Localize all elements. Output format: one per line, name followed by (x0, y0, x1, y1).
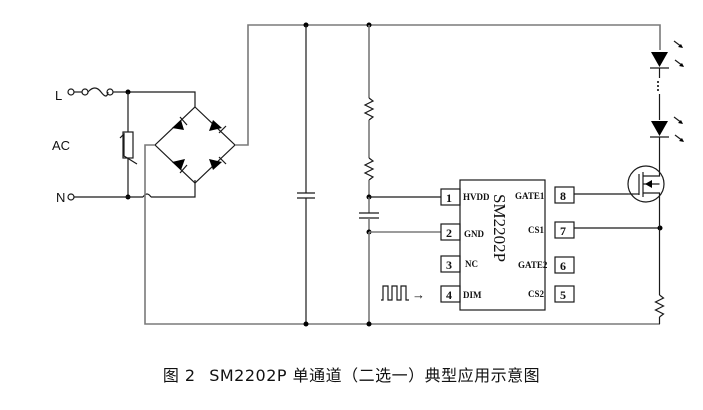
svg-text:CS1: CS1 (528, 225, 545, 235)
led-icon (650, 116, 684, 142)
fuse-icon (67, 87, 128, 97)
wire-dc-minus (144, 144, 660, 325)
resistor-icon (363, 97, 375, 121)
hvdd-capacitor-icon (359, 212, 379, 219)
svg-text:CS2: CS2 (528, 289, 545, 299)
wire-l (128, 91, 196, 107)
chip-name: SM2202P (490, 194, 509, 262)
terminal-n-label: N (56, 190, 65, 205)
svg-text:8: 8 (560, 189, 566, 203)
terminal-l-label: L (55, 88, 62, 103)
svg-text:6: 6 (560, 259, 566, 273)
chip-body (459, 179, 546, 311)
pin-4: 4 DIM (440, 285, 482, 303)
svg-text:4: 4 (446, 288, 452, 302)
svg-text:1: 1 (446, 191, 452, 205)
svg-text:GATE2: GATE2 (518, 260, 548, 270)
schematic: L AC N (52, 22, 684, 327)
pin-7: 7 CS1 (528, 221, 575, 239)
bridge-rectifier-icon (154, 106, 236, 184)
sense-resistor-icon (654, 294, 665, 318)
led-continuation-icon (657, 81, 659, 91)
resistor-icon (363, 157, 375, 181)
pin-5: 5 CS2 (528, 285, 575, 303)
figure-title: SM2202P 单通道（二选一）典型应用示意图 (209, 366, 541, 385)
svg-text:5: 5 (560, 288, 566, 302)
pin-1: 1 HVDD (440, 188, 490, 206)
svg-text:2: 2 (446, 226, 452, 240)
mosfet-icon (627, 165, 665, 203)
arrow-icon: → (412, 287, 425, 302)
wire-crossover (142, 193, 152, 198)
figure-number: 图 2 (162, 366, 196, 385)
svg-text:GATE1: GATE1 (515, 191, 545, 201)
pin-2: 2 GND (440, 223, 485, 241)
pin-8: 8 GATE1 (515, 186, 575, 204)
svg-text:GND: GND (464, 229, 485, 239)
figure-caption: 图 2 SM2202P 单通道（二选一）典型应用示意图 (0, 362, 703, 386)
pin-6: 6 GATE2 (518, 256, 575, 274)
svg-text:DIM: DIM (463, 290, 482, 300)
bulk-capacitor-icon (297, 192, 315, 199)
wire-dc-plus (235, 24, 661, 146)
svg-text:7: 7 (560, 224, 566, 238)
svg-text:NC: NC (465, 259, 478, 269)
pin-3: 3 NC (440, 255, 478, 273)
svg-text:3: 3 (446, 258, 452, 272)
pwm-signal-icon (381, 285, 409, 301)
svg-text:HVDD: HVDD (463, 192, 490, 202)
led-icon (650, 40, 684, 69)
ac-label: AC (52, 138, 70, 153)
